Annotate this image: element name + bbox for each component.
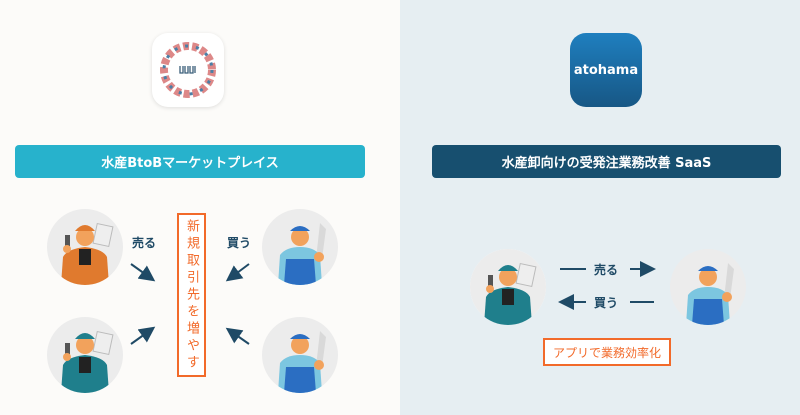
sell-label: 売る bbox=[132, 236, 157, 250]
marketplace-app-icon bbox=[152, 33, 224, 107]
saas-banner: 水産卸向けの受発注業務改善 SaaS bbox=[432, 145, 781, 178]
seller-avatar bbox=[470, 249, 546, 325]
exchange-arrows bbox=[558, 261, 656, 310]
atohama-app-icon: atohama bbox=[570, 33, 642, 107]
fish-logo-icon bbox=[160, 42, 216, 98]
arrow-icon bbox=[130, 326, 156, 345]
buy-label: 買う bbox=[227, 236, 252, 250]
buy-label: 買う bbox=[594, 296, 619, 310]
atohama-logo-text: atohama bbox=[573, 62, 639, 78]
arrow-icon bbox=[130, 263, 156, 282]
sell-label: 売る bbox=[594, 263, 619, 277]
saas-panel: atohama 水産卸向けの受発注業務改善 SaaS 売る 買う アプリで業務効… bbox=[400, 0, 800, 415]
marketplace-banner: 水産BtoBマーケットプレイス bbox=[15, 145, 365, 178]
efficiency-box: アプリで業務効率化 bbox=[543, 338, 671, 366]
marketplace-panel: 水産BtoBマーケットプレイス .o .body{} 売る 買う 新規取引先を増… bbox=[15, 33, 365, 393]
arrow-icon bbox=[225, 263, 250, 282]
arrow-icon bbox=[225, 327, 250, 345]
new-partners-box: 新規取引先を増やす bbox=[177, 213, 206, 377]
flow-arrows bbox=[130, 263, 250, 345]
